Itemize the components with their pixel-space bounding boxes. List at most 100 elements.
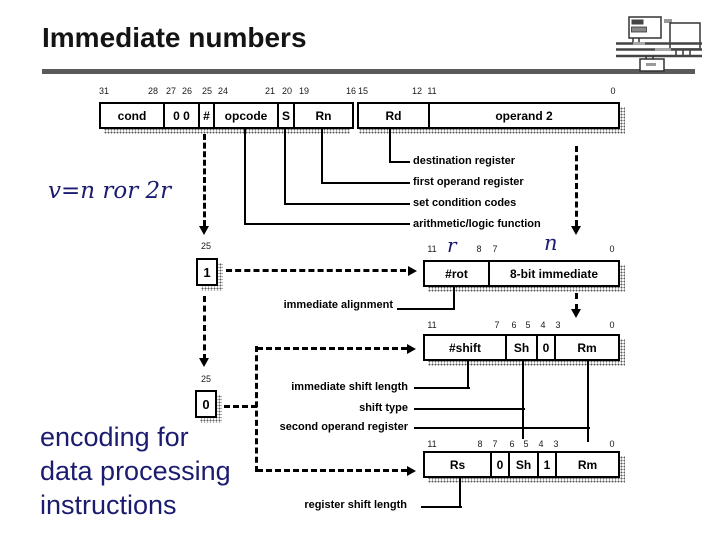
caption-line: instructions [40, 490, 177, 520]
note-second-operand-register: second operand register [279, 421, 408, 433]
dashed-route-vertical [255, 346, 258, 472]
arrow-right-icon [408, 266, 417, 276]
bit-label: 4 [540, 320, 546, 330]
connector-second-operand [587, 361, 589, 442]
arrow-down-icon [571, 226, 581, 235]
field-1: 1 [537, 451, 557, 478]
field-00: 0 0 [163, 102, 200, 129]
rot-amount-r: r [447, 233, 457, 257]
selector-bit-1: 1 [196, 258, 218, 286]
connector-rot [453, 287, 455, 310]
caption-line: encoding for [40, 422, 189, 452]
bit-label: 6 [511, 320, 517, 330]
field-rot: #rot [423, 260, 490, 287]
bit-label: 25 [201, 86, 213, 96]
bit-label: 25 [200, 241, 212, 251]
note-immediate-alignment: immediate alignment [283, 299, 393, 311]
field-rm: Rm [555, 451, 620, 478]
note-shift-type: shift type [359, 402, 408, 414]
arrow-down-icon [571, 309, 581, 318]
immediate-n: n [544, 231, 558, 255]
bit-label: 3 [553, 439, 559, 449]
bit-label: 3 [555, 320, 561, 330]
dashed-line-operand2 [575, 293, 578, 310]
connector-shift-type [414, 408, 525, 410]
bit-label: 11 [427, 320, 437, 330]
bit-label: 5 [523, 439, 529, 449]
note-immediate-shift-length: immediate shift length [291, 381, 408, 393]
bit-label: 16 [345, 86, 357, 96]
bit-label: 25 [200, 374, 212, 384]
bit-label: 11 [427, 244, 437, 254]
dashed-arrow-to-register-row [257, 469, 407, 472]
word-gap [350, 102, 359, 134]
arrow-down-icon [199, 358, 209, 367]
page-title: Immediate numbers [42, 22, 307, 53]
field-sh: Sh [505, 334, 538, 361]
title-underline [42, 69, 695, 74]
connector-shift-length [414, 387, 470, 389]
field-0: 0 [536, 334, 556, 361]
bit-label: 15 [357, 86, 369, 96]
bit-label: 7 [492, 244, 498, 254]
bit-label: 5 [525, 320, 531, 330]
bit-label: 24 [217, 86, 229, 96]
dashed-stub [224, 405, 257, 408]
bit-label: 12 [411, 86, 423, 96]
field-opcode: opcode [213, 102, 279, 129]
note-destination-register: destination register [413, 155, 516, 167]
bit-label: 0 [609, 439, 615, 449]
connector-shift-type [522, 361, 524, 439]
field-0: 0 [490, 451, 510, 478]
bit-label: 19 [298, 86, 310, 96]
bit-label: 7 [492, 439, 498, 449]
connector-s [284, 129, 286, 205]
arrow-right-icon [407, 466, 416, 476]
bit-label: 28 [147, 86, 159, 96]
note-register-shift-length: register shift length [304, 499, 407, 511]
formula-ror: v=n ror 2r [48, 178, 172, 204]
connector-second-operand [414, 427, 590, 429]
connector-rd [389, 161, 410, 163]
connector-rs [459, 478, 461, 508]
bit-label: 27 [165, 86, 177, 96]
bit-label: 11 [427, 439, 437, 449]
note-alu-function: arithmetic/logic function [413, 218, 541, 230]
connector-rot [397, 308, 455, 310]
selector-bit-0: 0 [195, 390, 217, 418]
field-rm: Rm [554, 334, 620, 361]
field-operand2: operand 2 [428, 102, 620, 129]
note-first-operand-register: first operand register [413, 176, 524, 188]
field-rd: Rd [357, 102, 430, 129]
dashed-line-imm-flag [203, 296, 206, 360]
bit-label: 6 [509, 439, 515, 449]
connector-rn [321, 129, 323, 184]
connector-rs [421, 506, 462, 508]
field-rs: Rs [423, 451, 492, 478]
block-diagram-logo [616, 16, 702, 72]
bit-label: 7 [494, 320, 500, 330]
connector-opcode [244, 223, 410, 225]
slide-caption: encoding for data processing instruction… [40, 420, 231, 522]
connector-rn [321, 182, 410, 184]
field-shift-amount: #shift [423, 334, 507, 361]
dashed-line-imm-flag [203, 134, 206, 226]
bit-label: 8 [476, 244, 482, 254]
bit-label: 4 [538, 439, 544, 449]
bit-label: 26 [181, 86, 193, 96]
bit-label: 31 [98, 86, 110, 96]
bit-label: 20 [281, 86, 293, 96]
connector-opcode [244, 129, 246, 225]
bit-label: 0 [609, 244, 615, 254]
dashed-arrow-to-shift-row [257, 347, 407, 350]
bit-label: 8 [477, 439, 483, 449]
field-sh: Sh [508, 451, 539, 478]
bit-label: 11 [427, 86, 437, 96]
note-set-condition-codes: set condition codes [413, 197, 517, 209]
field-rn: Rn [293, 102, 354, 129]
arrow-right-icon [407, 344, 416, 354]
connector-s [284, 203, 410, 205]
connector-shift-length [467, 361, 469, 389]
field-cond: cond [99, 102, 165, 129]
